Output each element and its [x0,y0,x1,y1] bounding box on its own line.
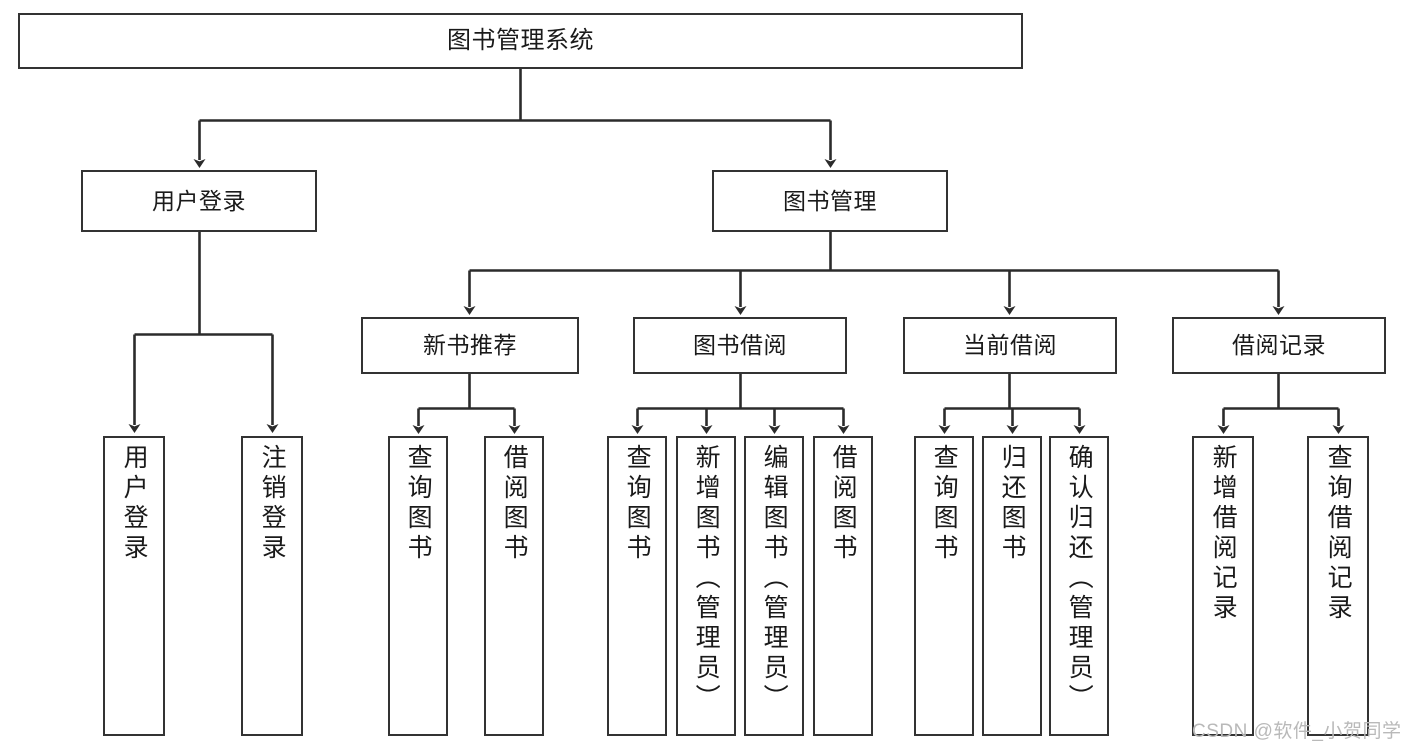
node-current-borrow[interactable]: 当前借阅 [903,317,1117,374]
watermark-text: CSDN @软件_小贺同学 [1192,721,1402,742]
node-label: 查询图书 [930,444,959,564]
node-label: 编辑图书（管理员） [760,444,789,714]
node-borrow-record[interactable]: 借阅记录 [1172,317,1386,374]
node-label: 用户登录 [152,187,246,214]
node-label: 图书借阅 [693,332,787,359]
node-label: 归还图书 [998,444,1027,564]
node-label: 注销登录 [258,444,287,564]
node-book-borrow[interactable]: 图书借阅 [633,317,847,374]
node-leaf-borrow-book-recommend[interactable]: 借阅图书 [484,436,544,736]
node-leaf-user-login[interactable]: 用户登录 [103,436,165,736]
node-leaf-edit-book[interactable]: 编辑图书（管理员） [744,436,804,736]
node-label: 确认归还（管理员） [1065,444,1094,714]
node-leaf-add-borrow-record[interactable]: 新增借阅记录 [1192,436,1254,736]
node-label: 查询图书 [404,444,433,564]
node-label: 借阅记录 [1232,332,1326,359]
node-label: 当前借阅 [963,332,1057,359]
node-label: 新增图书（管理员） [692,444,721,714]
node-book-manage[interactable]: 图书管理 [712,170,948,232]
node-leaf-query-book-current[interactable]: 查询图书 [914,436,974,736]
node-label: 新增借阅记录 [1209,444,1238,624]
node-leaf-add-book[interactable]: 新增图书（管理员） [676,436,736,736]
node-label: 借阅图书 [500,444,529,564]
node-leaf-query-book-borrow[interactable]: 查询图书 [607,436,667,736]
node-leaf-query-book-recommend[interactable]: 查询图书 [388,436,448,736]
node-leaf-confirm-return[interactable]: 确认归还（管理员） [1049,436,1109,736]
node-label: 借阅图书 [829,444,858,564]
node-new-book-recommend[interactable]: 新书推荐 [361,317,579,374]
node-label: 查询图书 [623,444,652,564]
node-label: 图书管理 [783,187,877,214]
node-label: 新书推荐 [423,332,517,359]
node-root-system[interactable]: 图书管理系统 [18,13,1023,69]
node-leaf-borrow-book[interactable]: 借阅图书 [813,436,873,736]
node-label: 查询借阅记录 [1324,444,1353,624]
node-leaf-query-borrow-record[interactable]: 查询借阅记录 [1307,436,1369,736]
node-leaf-return-book[interactable]: 归还图书 [982,436,1042,736]
node-label: 用户登录 [120,444,149,564]
node-user-login[interactable]: 用户登录 [81,170,317,232]
node-label: 图书管理系统 [447,27,594,54]
node-leaf-user-logout[interactable]: 注销登录 [241,436,303,736]
